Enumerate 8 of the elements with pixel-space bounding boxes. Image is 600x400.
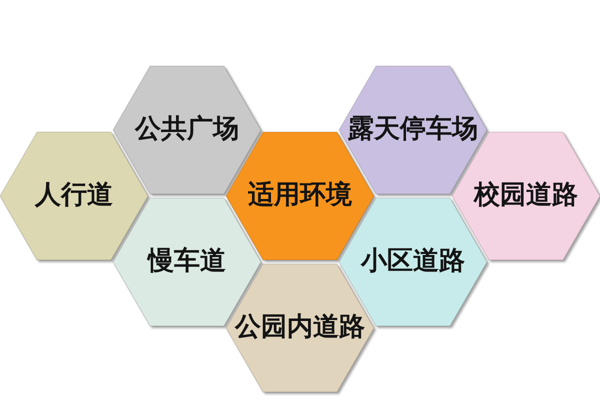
tile-label: 人行道 [35,181,113,211]
tile-label: 适用环境 [248,181,352,211]
tile-label: 校园道路 [474,181,578,211]
tile-label: 公园内道路 [235,313,365,343]
tile-label: 露天停车场 [348,115,478,145]
tile-label: 慢车道 [148,247,226,277]
tile-label: 公共广场 [135,115,239,145]
tile-label: 小区道路 [361,247,465,277]
